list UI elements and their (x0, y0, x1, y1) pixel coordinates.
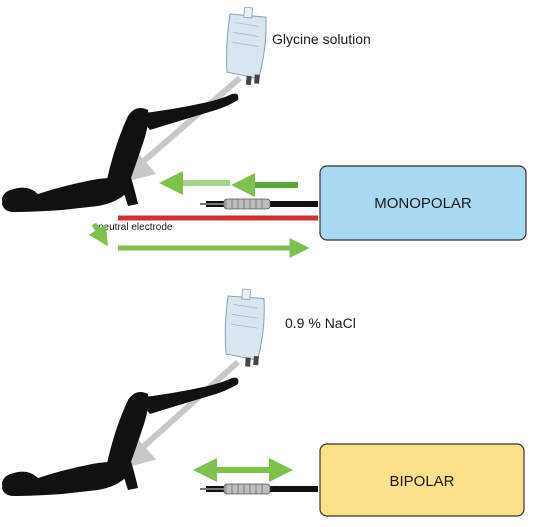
monopolar-panel: Glycine solution neutral electrode MONOP… (2, 5, 527, 258)
bipolar-generator-box (319, 443, 525, 517)
patient-silhouette-icon (2, 377, 239, 496)
irrigation-flow-arrow (117, 359, 241, 471)
current-arrow-electrode (88, 222, 108, 247)
nacl-solution-label: 0.9 % NaCl (285, 315, 356, 331)
resectoscope-icon (200, 199, 318, 209)
resectoscope-icon (200, 484, 318, 494)
monopolar-label: MONOPOLAR (374, 195, 472, 212)
iv-bag-icon (222, 5, 269, 87)
glycine-solution-label: Glycine solution (272, 31, 371, 47)
irrigation-flow-arrow (117, 75, 242, 184)
neutral-electrode-label: neutral electrode (98, 222, 173, 233)
bipolar-panel: 0.9 % NaCl BIPOLAR (2, 287, 525, 517)
iv-bag-icon (222, 287, 267, 368)
monopolar-generator-box (319, 165, 527, 241)
patient-silhouette-icon (2, 93, 239, 212)
bipolar-label: BIPOLAR (389, 473, 454, 490)
